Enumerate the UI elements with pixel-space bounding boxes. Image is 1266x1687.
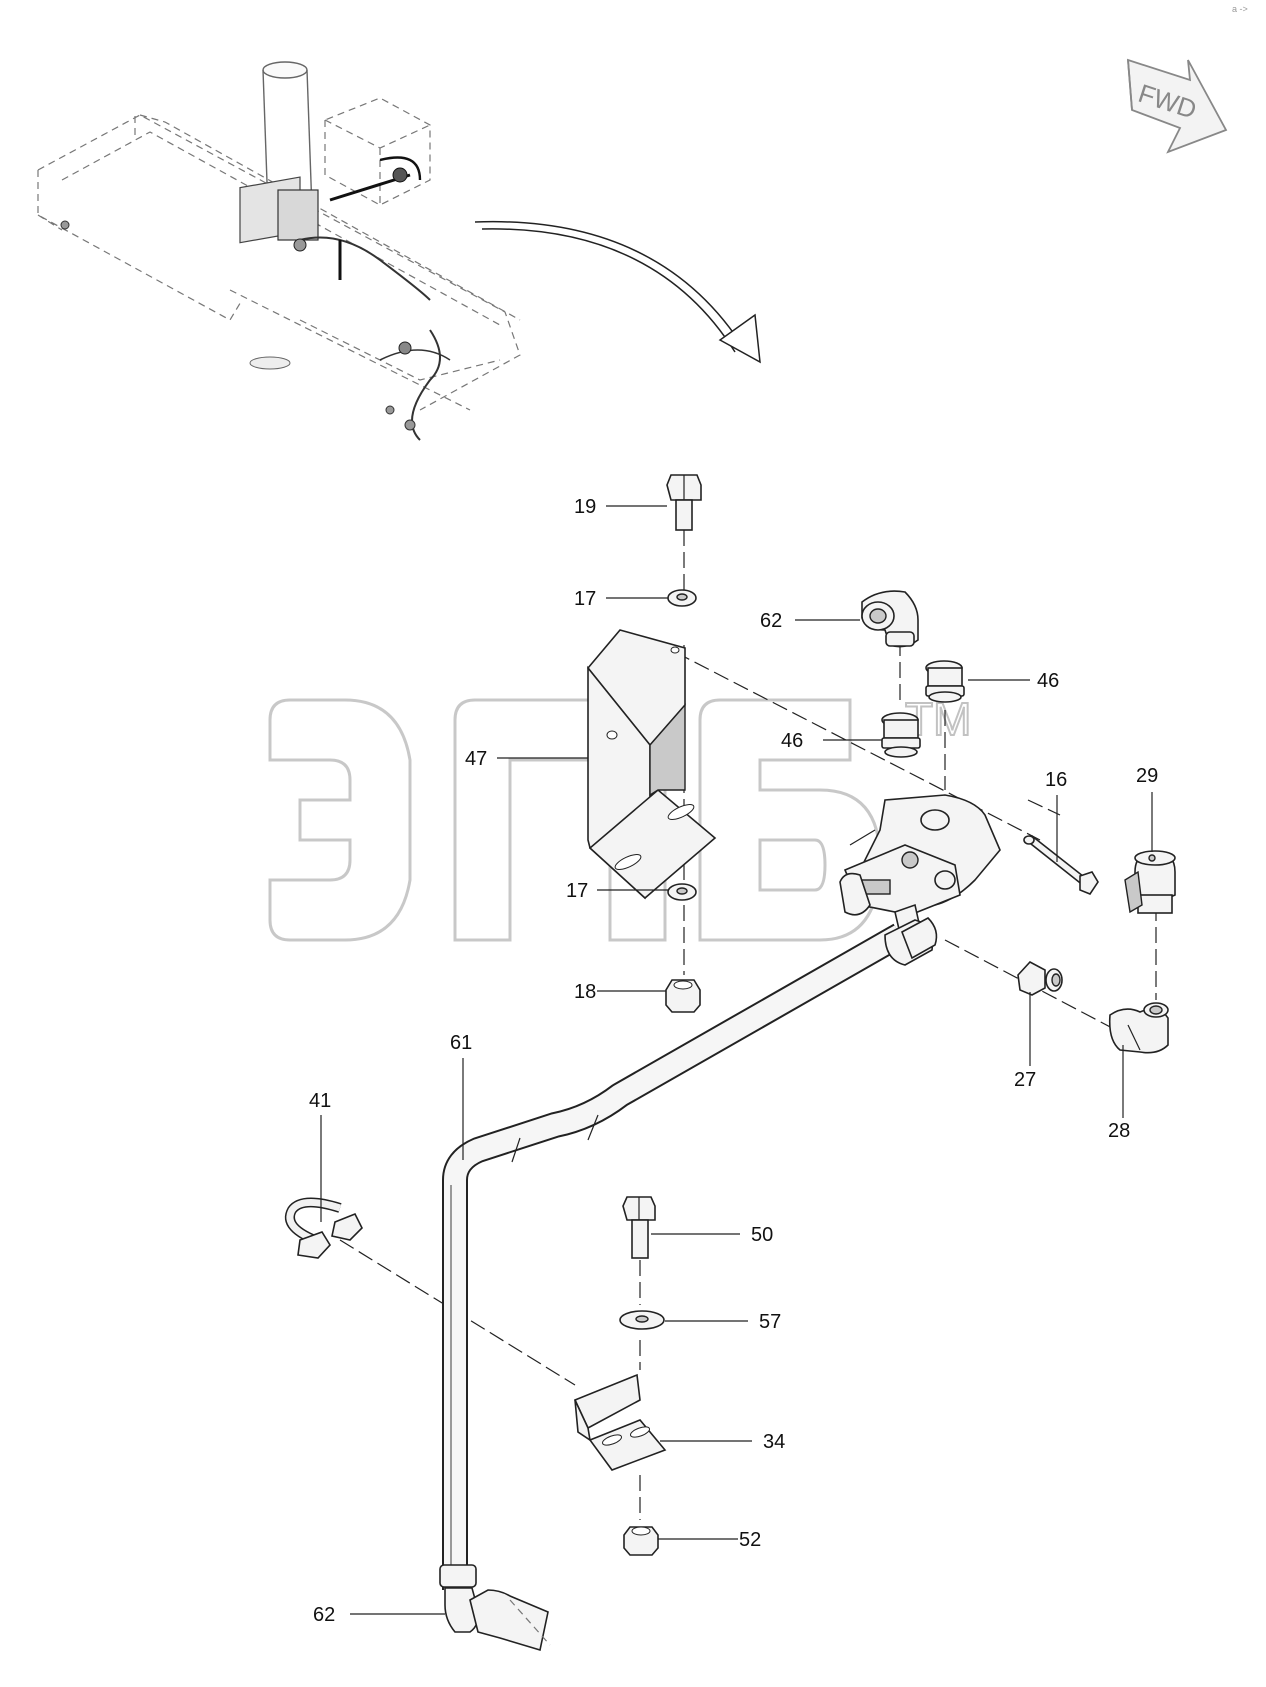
callout-29: 29	[1136, 765, 1158, 787]
callout-19: 19	[574, 496, 596, 518]
elbow-fitting-part-62-bottom	[439, 1564, 551, 1652]
vehicle-frame-overview	[37, 61, 521, 441]
washer-part-17-bottom	[667, 883, 697, 901]
connector-part-27	[1017, 961, 1063, 996]
nut-part-52	[623, 1526, 659, 1556]
long-bolt-part-16	[1023, 835, 1099, 895]
callout-57: 57	[759, 1311, 781, 1333]
pipe-part-61	[442, 917, 938, 1590]
callout-41: 41	[309, 1090, 331, 1112]
detail-arrow-icon	[474, 220, 761, 364]
callout-labels: 19 17 62 46 46 47 16 29 17 18 27 61 28 4…	[309, 496, 1158, 1626]
bolt-part-50	[622, 1196, 656, 1259]
callout-46-right: 46	[1037, 670, 1059, 692]
u-clamp-part-41	[285, 1197, 363, 1259]
elbow-fitting-part-62-top	[861, 590, 919, 648]
callout-17-bottom: 17	[566, 880, 588, 902]
nut-part-18	[665, 979, 701, 1013]
fitting-part-46-left	[881, 712, 921, 758]
callout-17-top: 17	[574, 588, 596, 610]
bracket-part-34	[573, 1373, 667, 1471]
callout-52: 52	[739, 1529, 761, 1551]
callout-50: 50	[751, 1224, 773, 1246]
callout-27: 27	[1014, 1069, 1036, 1091]
forward-arrow-icon: FWD	[1126, 58, 1228, 154]
bracket-part-47	[586, 629, 717, 900]
fitting-part-46-right	[925, 660, 965, 703]
washer-part-17-top	[667, 589, 697, 607]
callout-61: 61	[450, 1032, 472, 1054]
bolt-part-19	[666, 474, 702, 531]
corner-mark: a ->	[1232, 4, 1248, 14]
callout-16: 16	[1045, 769, 1067, 791]
callout-47: 47	[465, 748, 487, 770]
callout-18: 18	[574, 981, 596, 1003]
callout-62-top: 62	[760, 610, 782, 632]
washer-part-57	[619, 1310, 665, 1330]
elbow-fitting-part-28	[1108, 1002, 1169, 1054]
callout-28: 28	[1108, 1120, 1130, 1142]
dust-cap-part-29	[1124, 850, 1176, 914]
callout-46-left: 46	[781, 730, 803, 752]
callout-34: 34	[763, 1431, 785, 1453]
callout-62-bottom: 62	[313, 1604, 335, 1626]
leader-lines	[320, 505, 1153, 1615]
